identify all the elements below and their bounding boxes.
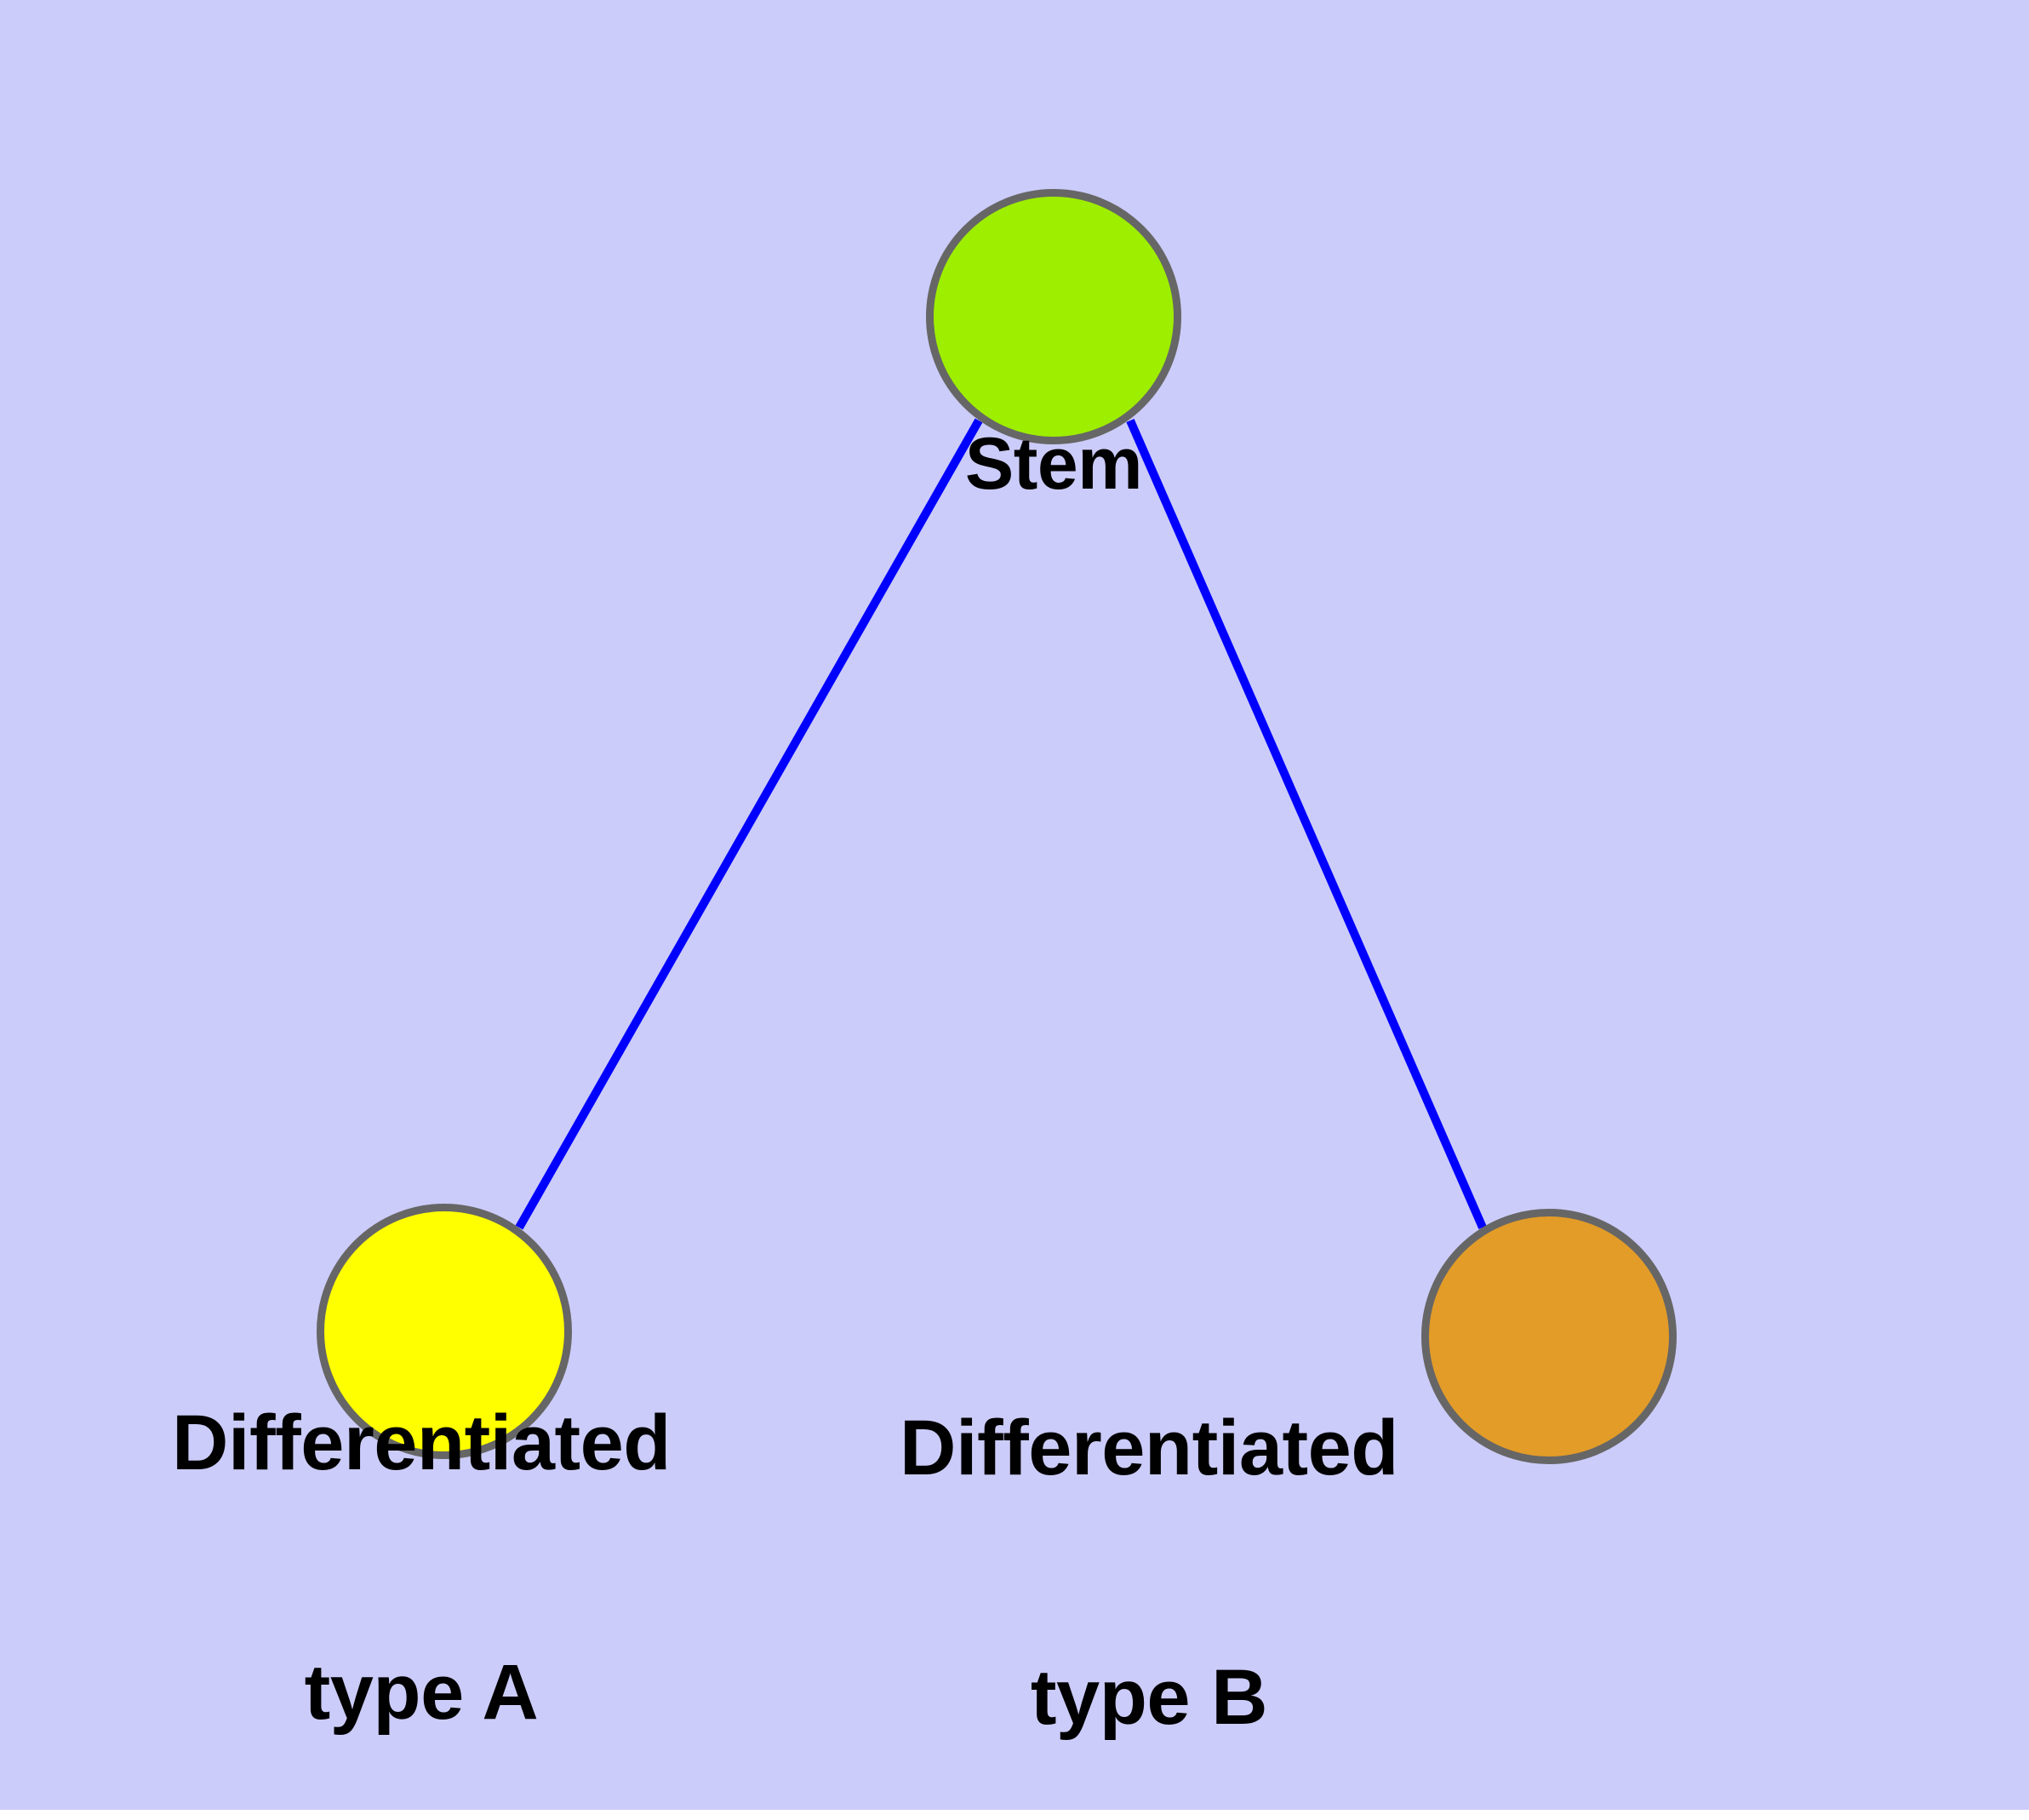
node-differentiated-type-b[interactable] — [1421, 1209, 1677, 1464]
node-stem[interactable] — [926, 189, 1181, 444]
edge-stem-to-differentiated-a — [515, 418, 983, 1230]
nodes-layer — [317, 189, 1677, 1464]
edge-stem-to-differentiated-b — [1126, 418, 1487, 1230]
node-differentiated-type-a[interactable] — [317, 1204, 572, 1459]
edges-layer — [515, 418, 1487, 1230]
